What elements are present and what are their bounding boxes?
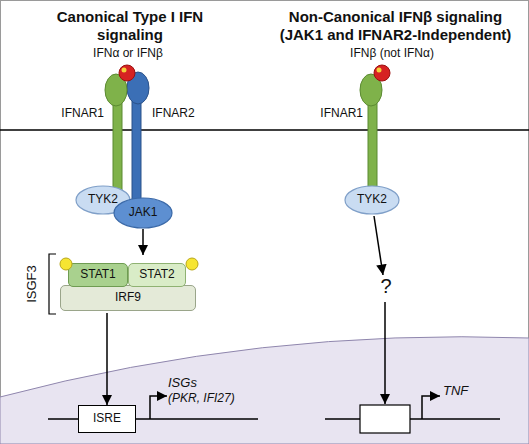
transcription-arrow: [150, 396, 167, 419]
signal-arrow: [142, 229, 144, 255]
promoter-box: ISRE: [78, 405, 136, 433]
nucleus: [0, 337, 529, 444]
receptor-label: IFNAR1: [48, 106, 104, 120]
node-label: ISRE: [93, 412, 121, 426]
signal-arrow: [384, 302, 386, 404]
ligand-highlight: [122, 68, 127, 73]
receptor-label: IFNAR1: [307, 106, 363, 120]
column-title: Non-Canonical IFNβ signaling (JAK1 and I…: [268, 8, 523, 44]
protein-box: STAT2: [128, 263, 186, 287]
ligand-label: IFNβ (not IFNα): [327, 46, 457, 60]
gene-label: TNF: [443, 383, 493, 399]
phosphate-dot: [186, 258, 198, 270]
kinase-ellipse: JAK1: [113, 197, 173, 229]
receptor-label: IFNAR2: [152, 106, 212, 120]
column-title: Canonical Type I IFN signaling: [30, 8, 230, 44]
promoter-box: [360, 405, 410, 433]
ligand-label: IFNα or IFNβ: [73, 46, 183, 60]
node-label: IRF9: [115, 291, 141, 305]
protein-box: STAT1: [68, 263, 128, 287]
ifnar1-stem: [113, 96, 122, 196]
protein-box: IRF9: [60, 285, 196, 311]
transcription-arrow: [422, 396, 440, 419]
ellipse-shape: [345, 186, 399, 214]
unknown-mark: ?: [366, 274, 406, 298]
ligand: [374, 65, 390, 81]
complex-group: ISGF3STAT1STAT2IRF9: [58, 255, 198, 313]
ligand: [119, 65, 135, 81]
node-label: TYK2: [88, 193, 118, 207]
connector-layer: [107, 229, 143, 405]
kinase-ellipse: TYK2: [344, 185, 400, 215]
ellipse-shape: [114, 198, 172, 228]
dna-strand: [325, 418, 500, 420]
node-label: STAT1: [80, 268, 116, 282]
node-label: TYK2: [357, 193, 387, 207]
signal-arrow: [374, 216, 383, 275]
gene-label: ISGs: [168, 375, 228, 391]
cell-membrane: [0, 129, 529, 131]
ifnar1-stem: [368, 96, 377, 196]
ligand-highlight: [377, 68, 382, 73]
ifnar2-stem: [132, 96, 141, 204]
complex-label: ISGF3: [25, 254, 41, 314]
gene-label: (PKR, IFI27): [168, 391, 268, 405]
complex-bracket: [49, 254, 56, 314]
signal-arrow: [106, 313, 108, 405]
node-label: JAK1: [129, 206, 158, 220]
node-label: STAT2: [139, 268, 175, 282]
